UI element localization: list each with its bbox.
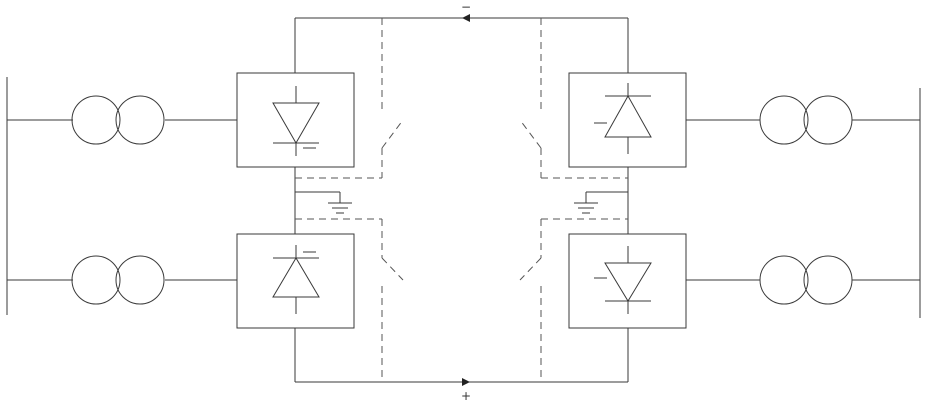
transformer-icon [71, 255, 165, 305]
transformer-icon [759, 95, 853, 145]
pole-negative-label: − [461, 0, 471, 14]
arrow-icon [462, 378, 470, 386]
transformer-icon [759, 255, 853, 305]
arrow-icon [462, 14, 470, 22]
inverter-icon [594, 83, 652, 154]
rectifier-icon [594, 246, 652, 314]
ground-icon [574, 192, 598, 214]
switch-icon [519, 119, 542, 149]
switch-icon [519, 257, 542, 281]
rectifier-icon [272, 86, 320, 156]
switch-icon [381, 119, 404, 149]
switch-icon [381, 257, 404, 281]
inverter-icon [272, 245, 320, 314]
pole-positive-label: + [461, 389, 471, 403]
transformer-icon [71, 95, 165, 145]
ground-icon [328, 192, 352, 214]
